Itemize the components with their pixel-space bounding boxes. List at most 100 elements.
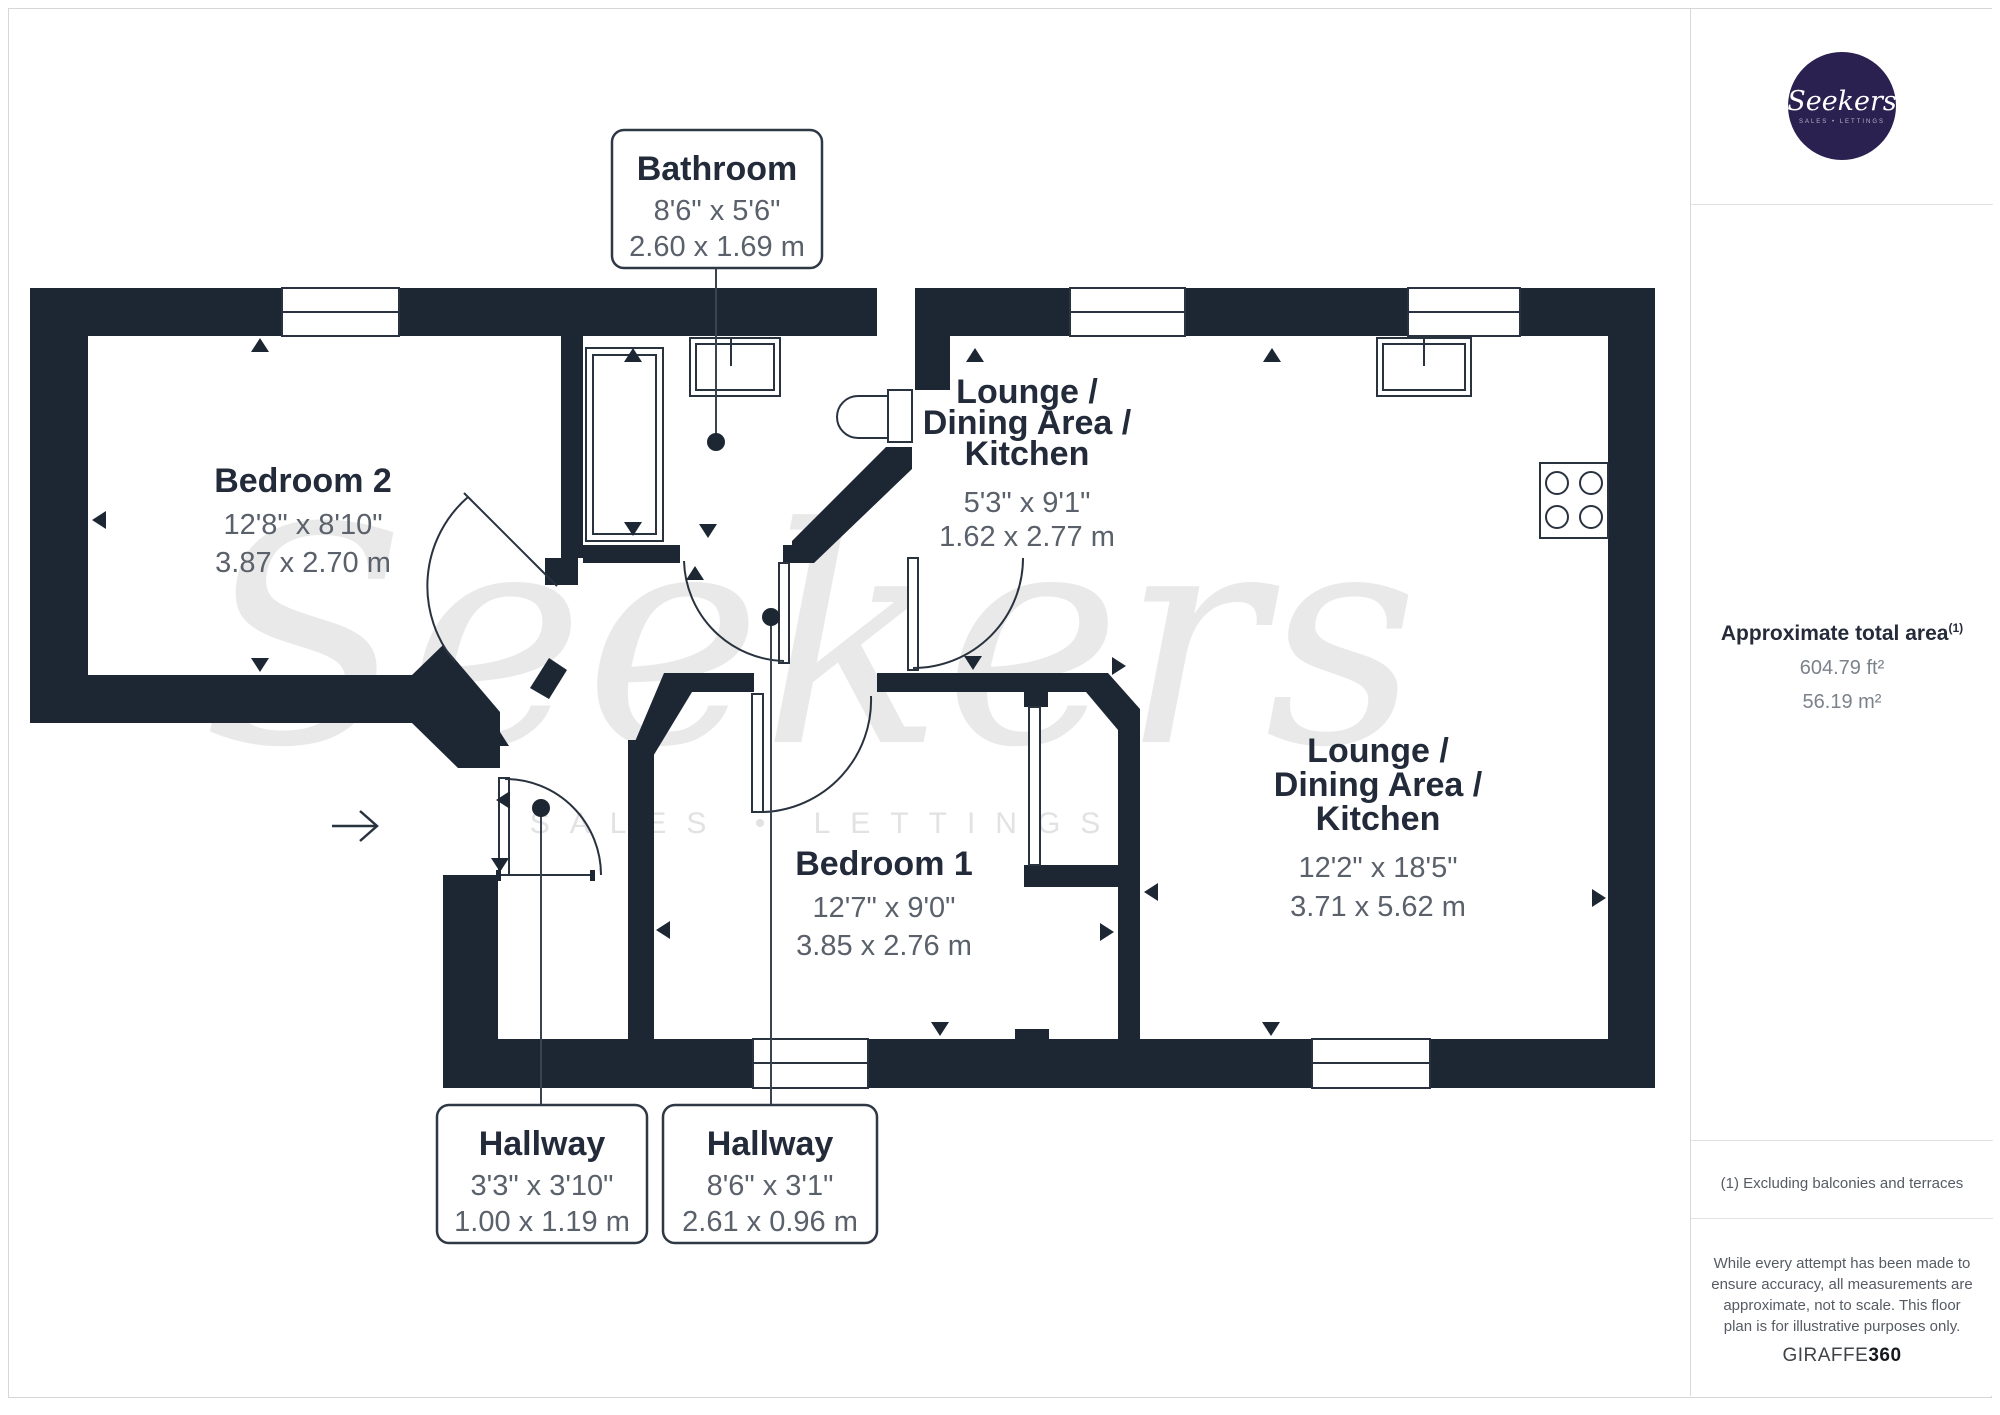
- wall-lounge-west: [1118, 710, 1140, 1039]
- disclaimer-line: plan is for illustrative purposes only.: [1723, 1318, 1961, 1335]
- disclaimer-line: approximate, not to scale. This floor: [1723, 1297, 1961, 1314]
- room-label-bathroom: Bathroom 8'6" x 5'6" 2.60 x 1.69 m: [610, 128, 824, 270]
- room-name-line: Lounge /: [956, 373, 1098, 411]
- area-footnote: (1) Excluding balconies and terraces: [1720, 1175, 1964, 1192]
- giraffe-brand: GIRAFFE360: [1691, 1345, 1993, 1367]
- sidebar-divider: [1691, 1218, 1993, 1219]
- measure-arrow-icon: [251, 338, 269, 352]
- sidebar: Seekers SALES • LETTINGS Approximate tot…: [1690, 9, 1993, 1396]
- watermark-tagline: SALES • LETTINGS: [530, 807, 1121, 840]
- measure-arrow-icon: [699, 524, 717, 538]
- room-size-imperial: 8'6" x 3'1": [707, 1170, 834, 1202]
- room-size-metric: 2.61 x 0.96 m: [682, 1206, 858, 1238]
- measure-arrow-icon: [1144, 883, 1158, 901]
- brand-logo-tagline: SALES • LETTINGS: [1798, 118, 1886, 125]
- window: [281, 287, 400, 337]
- threshold: [496, 870, 595, 881]
- measure-arrows: [92, 338, 1606, 1036]
- room-name: Bathroom: [637, 150, 798, 188]
- room-name: Hallway: [707, 1125, 834, 1163]
- room-size-imperial: 5'3" x 9'1": [964, 487, 1091, 519]
- window: [752, 1038, 869, 1089]
- wall-bedroom1-top-left: [684, 673, 754, 692]
- lounge-door: [907, 557, 1024, 671]
- room-size-metric: 1.62 x 2.77 m: [939, 521, 1115, 553]
- disclaimer-line: ensure accuracy, all measurements are: [1711, 1276, 1973, 1293]
- wall-bedroom2-bottom: [30, 675, 415, 723]
- room-name: Hallway: [479, 1125, 606, 1163]
- room-name-line: Lounge /: [1307, 732, 1449, 770]
- room-size-imperial: 12'2" x 18'5": [1298, 852, 1457, 884]
- room-name: Bedroom 1: [795, 845, 973, 883]
- wardrobe-door: [1028, 706, 1041, 866]
- measure-arrow-icon: [491, 858, 509, 872]
- room-label-lounge-top: Lounge / Dining Area / Kitchen 5'3" x 9'…: [923, 373, 1132, 553]
- disclaimer-line: While every attempt has been made to: [1713, 1255, 1971, 1272]
- room-size-metric: 3.85 x 2.76 m: [796, 930, 972, 962]
- shower-fixture: [585, 347, 664, 542]
- measure-arrow-icon: [1262, 1022, 1280, 1036]
- room-label-bedroom1: Bedroom 1 12'7" x 9'0" 3.85 x 2.76 m: [795, 845, 973, 962]
- room-label-lounge-main: Lounge / Dining Area / Kitchen 12'2" x 1…: [1274, 732, 1483, 923]
- kitchen-sink-fixture: [1376, 337, 1472, 397]
- measure-arrow-icon: [1263, 348, 1281, 362]
- wall-bathroom-diagonal: [792, 447, 912, 563]
- measure-arrow-icon: [1112, 657, 1126, 675]
- fixtures: [585, 337, 1609, 542]
- label-box: [661, 1103, 879, 1245]
- leader-dot: [707, 433, 725, 451]
- walls: [30, 288, 1655, 1088]
- giraffe-name: GIRAFFE: [1782, 1345, 1869, 1366]
- area-title-superscript: (1): [1948, 621, 1964, 635]
- room-size-metric: 1.00 x 1.19 m: [454, 1206, 630, 1238]
- measure-arrow-icon: [624, 348, 642, 362]
- wall-chamfer-entry: [412, 645, 500, 768]
- wall-hinge-stub: [545, 558, 578, 585]
- area-summary: Approximate total area(1) 604.79 ft² 56.…: [1691, 621, 1993, 714]
- area-title-text: Approximate total area: [1720, 622, 1949, 645]
- brand-logo: Seekers SALES • LETTINGS: [1787, 52, 1897, 160]
- room-name-line: Dining Area /: [1274, 766, 1483, 804]
- measure-arrow-icon: [964, 656, 982, 670]
- windows: [281, 287, 1521, 1089]
- leader-lines: [532, 268, 780, 1105]
- wall-slot: [877, 288, 915, 336]
- wall-wardrobe-cap-top: [1024, 692, 1048, 707]
- giraffe-suffix: 360: [1868, 1345, 1902, 1366]
- brand-logo-word: Seekers: [1787, 85, 1897, 117]
- label-box: [610, 128, 824, 270]
- hob-fixture: [1539, 462, 1609, 539]
- wall-bedroom1-left: [628, 740, 654, 1039]
- measure-arrow-icon: [1592, 889, 1606, 907]
- wall-bedroom1-top-right: [877, 673, 1090, 692]
- leader-dot: [762, 608, 780, 626]
- room-size-imperial: 8'6" x 5'6": [654, 195, 781, 227]
- room-label-hallway-long: Hallway 8'6" x 3'1" 2.61 x 0.96 m: [661, 1103, 879, 1245]
- area-value-ft: 604.79 ft²: [1799, 657, 1885, 679]
- sidebar-divider: [1691, 204, 1993, 205]
- wall-entry-jamb: [530, 658, 567, 699]
- measure-arrow-icon: [966, 348, 984, 362]
- wall-left: [30, 288, 88, 723]
- disclaimer: While every attempt has been made to ens…: [1701, 1253, 1983, 1337]
- measure-arrow-icon: [1100, 923, 1114, 941]
- measure-arrow-icon: [686, 566, 704, 580]
- room-size-imperial: 12'7" x 9'0": [813, 892, 956, 924]
- measure-arrow-icon: [92, 511, 106, 529]
- wall-right: [1608, 288, 1655, 1088]
- wall-bottom: [443, 1039, 1655, 1088]
- room-name-line: Kitchen: [965, 435, 1090, 473]
- measure-arrow-icon: [251, 658, 269, 672]
- label-box: [435, 1103, 649, 1245]
- bedroom1-door: [751, 693, 873, 813]
- window: [1069, 287, 1186, 337]
- room-size-metric: 3.87 x 2.70 m: [215, 547, 391, 579]
- measure-arrow-icon: [656, 921, 670, 939]
- watermark: Seekers SALES • LETTINGS: [201, 464, 1418, 840]
- sidebar-divider: [1691, 1140, 1993, 1141]
- doors: [426, 492, 1041, 881]
- entry-arrow-icon: [332, 810, 379, 842]
- wall-bedroom1-chamfer: [628, 673, 692, 758]
- wall-bottom-stub: [1015, 1029, 1049, 1040]
